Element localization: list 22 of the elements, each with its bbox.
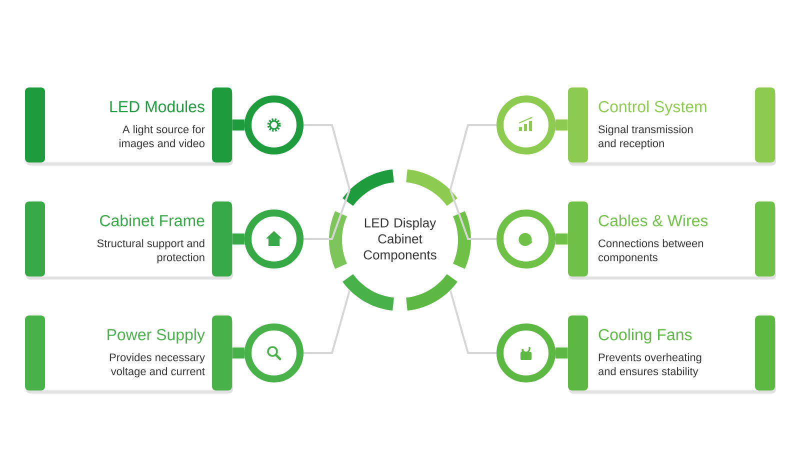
connector-line bbox=[556, 348, 568, 358]
connector-line bbox=[556, 120, 568, 130]
connector-line bbox=[232, 234, 244, 244]
ring-diagram: LED Display Cabinet Components bbox=[329, 169, 471, 311]
component-card: Cooling Fans Prevents overheating and ensures stability bbox=[568, 316, 776, 394]
connector-line bbox=[304, 189, 351, 240]
connector-line bbox=[304, 124, 351, 190]
icon-circle bbox=[496, 324, 556, 382]
component-card: LED Modules A light source for images and video bbox=[25, 88, 233, 166]
component-card: Cables & Wires Connections between components bbox=[568, 202, 776, 280]
connector-line bbox=[232, 120, 244, 130]
connector-line bbox=[304, 290, 351, 354]
connector-line bbox=[556, 234, 568, 244]
node-label: LED Display Cabinet Components bbox=[364, 218, 436, 262]
component-card: Control System Signal transmission and reception bbox=[568, 88, 776, 166]
connector-line bbox=[449, 290, 496, 354]
component-card: Power Supply Provides necessary voltage and current bbox=[25, 316, 233, 394]
icon-circle bbox=[244, 324, 304, 382]
connector-line bbox=[449, 124, 496, 190]
connector-line bbox=[232, 348, 244, 358]
component-card: Cabinet Frame Structural support and protection bbox=[25, 202, 233, 280]
connector-line bbox=[449, 189, 496, 240]
